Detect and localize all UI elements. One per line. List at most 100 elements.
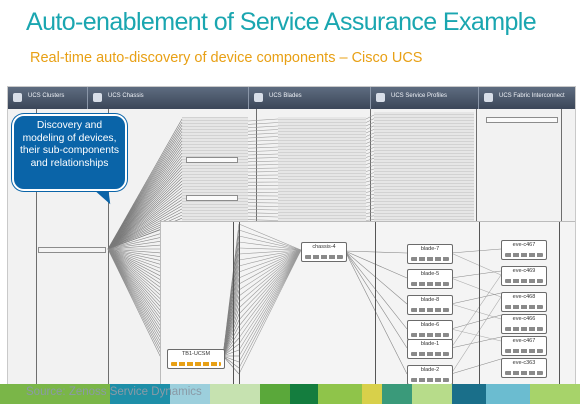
column-header-blades[interactable]: UCS Blades <box>249 87 371 109</box>
root-node[interactable]: TB1-UCSM <box>167 349 225 369</box>
relationship-line <box>450 314 502 330</box>
zoomed-topology-inset: TB1-UCSM chassis-4 blade-7 blade-5 blade… <box>160 221 575 384</box>
blade-node[interactable]: blade-7 <box>407 244 453 264</box>
relationship-line <box>107 248 169 351</box>
relationship-line <box>247 118 279 122</box>
relationship-line <box>107 171 183 250</box>
relationship-line <box>450 336 502 349</box>
relationship-line <box>365 143 375 148</box>
relationship-line <box>365 211 375 214</box>
relationship-line <box>107 248 169 355</box>
blade-node[interactable]: blade-5 <box>407 269 453 289</box>
relationship-line <box>247 122 279 125</box>
profile-icon <box>376 93 385 102</box>
relationship-line <box>107 165 183 250</box>
relationship-line <box>238 235 302 251</box>
relationship-line <box>238 241 302 251</box>
slide-subtitle: Real-time auto-discovery of device compo… <box>30 50 423 66</box>
relationship-line <box>238 223 302 251</box>
relationship-line <box>365 190 375 193</box>
relationship-line <box>450 248 502 254</box>
relationship-line <box>247 132 279 135</box>
service-profile-stack <box>374 112 474 222</box>
cluster-node[interactable] <box>38 247 106 253</box>
relationship-line <box>238 249 302 339</box>
relationship-line <box>222 325 240 357</box>
discovery-callout: Discovery and modeling of devices, their… <box>12 114 127 191</box>
relationship-line <box>365 114 375 120</box>
column-header-chassis[interactable]: UCS Chassis <box>88 87 249 109</box>
relationship-line <box>247 157 279 159</box>
relationship-line <box>365 219 375 221</box>
relationship-line <box>238 249 302 273</box>
blade-node[interactable]: blade-1 <box>407 339 453 359</box>
relationship-line <box>238 249 302 291</box>
relationship-line <box>107 248 169 294</box>
relationship-line <box>107 248 169 338</box>
relationship-line <box>107 143 183 250</box>
relationship-line <box>238 247 302 251</box>
port-node[interactable]: eve-c363 <box>501 358 547 378</box>
relationship-line <box>247 150 279 152</box>
relationship-line <box>247 146 279 149</box>
blade-node[interactable]: blade-6 <box>407 320 453 340</box>
chassis-node[interactable] <box>186 157 238 163</box>
relationship-line <box>238 249 302 315</box>
relationship-line <box>450 274 502 349</box>
port-node[interactable]: eve-c467 <box>501 336 547 356</box>
relationship-line <box>247 209 279 211</box>
relationship-line <box>365 150 375 155</box>
relationship-line <box>365 118 375 123</box>
relationship-line <box>222 307 240 357</box>
port-node[interactable]: eve-c467 <box>501 240 547 260</box>
blade-icon <box>254 93 263 102</box>
relationship-line <box>247 129 279 132</box>
relationship-line <box>238 249 302 303</box>
relationship-line <box>247 167 279 169</box>
relationship-line <box>365 165 375 169</box>
relationship-line <box>107 208 183 250</box>
relationship-line <box>344 250 408 279</box>
relationship-line <box>107 183 183 250</box>
relationship-line <box>107 248 169 285</box>
relationship-line <box>107 248 169 307</box>
relationship-line <box>365 168 375 172</box>
column-header-fabric-interconnect[interactable]: UCS Fabric Interconnect <box>479 87 575 109</box>
relationship-line <box>107 239 169 250</box>
relationship-line <box>365 129 375 134</box>
ucs-topology-screenshot: UCS Clusters UCS Chassis UCS Blades UCS … <box>7 86 576 385</box>
port-node[interactable]: eve-c469 <box>501 266 547 286</box>
chassis-node[interactable] <box>186 195 238 201</box>
port-node[interactable]: eve-c466 <box>501 314 547 334</box>
relationship-line <box>247 139 279 142</box>
chassis-4-node[interactable]: chassis-4 <box>301 242 347 262</box>
relationship-line <box>365 157 375 162</box>
relationship-line <box>365 121 375 127</box>
relationship-line <box>107 248 169 333</box>
relationship-line <box>107 248 169 329</box>
relationship-line <box>107 146 183 250</box>
blade-node[interactable]: blade-2 <box>407 365 453 384</box>
port-node[interactable]: eve-c468 <box>501 292 547 312</box>
relationship-line <box>107 180 183 250</box>
footer-color-bar <box>0 384 580 404</box>
relationship-line <box>238 249 302 297</box>
relationship-line <box>107 214 183 250</box>
fabric-node[interactable] <box>486 117 558 123</box>
relationship-line <box>247 160 279 163</box>
relationship-line <box>365 215 375 218</box>
fabric-icon <box>484 93 493 102</box>
column-header-service-profiles[interactable]: UCS Service Profiles <box>371 87 479 109</box>
relationship-line <box>222 349 240 357</box>
relationship-line <box>238 249 302 279</box>
relationship-line <box>238 249 302 357</box>
relationship-line <box>107 248 169 254</box>
relationship-line <box>107 248 169 342</box>
relationship-line <box>107 149 183 250</box>
relationship-line <box>107 248 169 364</box>
relationship-line <box>238 249 302 327</box>
relationship-line <box>107 202 183 250</box>
relationship-line <box>247 164 279 166</box>
blade-node[interactable]: blade-8 <box>407 295 453 315</box>
column-header-clusters[interactable]: UCS Clusters <box>8 87 88 109</box>
